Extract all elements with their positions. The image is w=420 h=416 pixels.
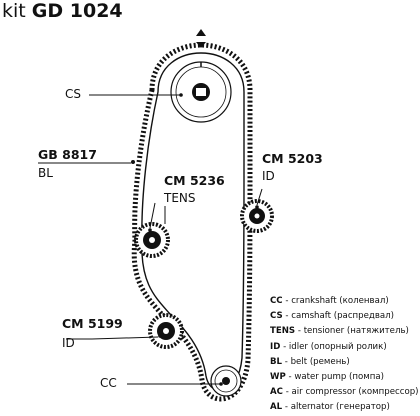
label-cs: CS xyxy=(65,87,81,101)
label-cm5199-type: ID xyxy=(62,336,75,350)
legend-row-al: AL - alternator (генератор) xyxy=(270,402,390,413)
legend-row-ac: AC - air compressor (компрессор) xyxy=(270,387,419,398)
legend-row-cs: CS - camshaft (распредвал) xyxy=(270,311,395,322)
camshaft-pulley xyxy=(170,61,232,123)
abbreviation-legend: CC - crankshaft (коленвал) CS - camshaft… xyxy=(270,294,419,416)
leader-lines xyxy=(38,93,263,386)
idler-pulley-cm5203 xyxy=(240,199,274,233)
legend-row-wp: WP - water pump (помпа) xyxy=(270,372,384,383)
label-gb8817-code: GB 8817 xyxy=(38,147,97,162)
label-cm5203-code: CM 5203 xyxy=(262,151,323,166)
label-gb8817-type: BL xyxy=(38,166,53,180)
label-cm5236-type: TENS xyxy=(164,191,196,205)
legend-row-id: ID - idler (опорный ролик) xyxy=(270,341,387,352)
label-cc: CC xyxy=(100,376,117,390)
label-cm5203-type: ID xyxy=(262,169,275,183)
kit-code: GD 1024 xyxy=(31,0,123,22)
legend-row-cc: CC - crankshaft (коленвал) xyxy=(270,296,389,306)
legend-row-tens: TENS - tensioner (натяжитель) xyxy=(270,326,409,337)
crankshaft-pulley xyxy=(210,365,242,397)
kit-title: kit GD 1024 xyxy=(2,2,123,21)
tensioner-pulley xyxy=(134,222,170,258)
label-cm5236-code: CM 5236 xyxy=(164,173,225,188)
label-cm5199-code: CM 5199 xyxy=(62,316,123,331)
kit-prefix: kit xyxy=(2,0,26,22)
idler-pulley-cm5199 xyxy=(148,313,184,349)
timing-mark-icon xyxy=(196,29,206,48)
legend-row-bl: BL - belt (ремень) xyxy=(270,356,350,367)
